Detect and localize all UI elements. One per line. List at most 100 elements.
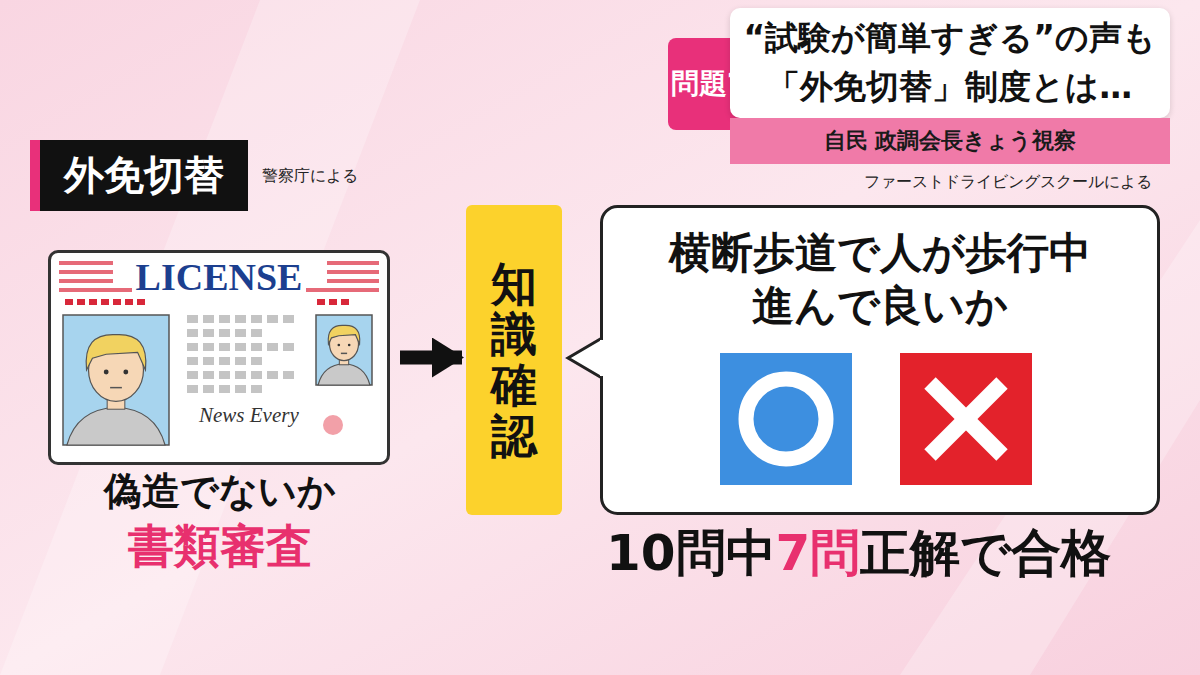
node-text: 問題?: [671, 65, 743, 103]
bubble-tail: [568, 338, 602, 378]
license-card: LICENSE News Every: [48, 250, 390, 465]
red-dash: [113, 299, 121, 305]
data-block: [283, 343, 294, 351]
data-block: [187, 329, 198, 337]
mouth: [110, 387, 122, 389]
source-note: 警察庁による: [262, 166, 358, 187]
section-title-box: 外免切替: [30, 140, 248, 211]
no-button: [900, 353, 1032, 485]
red-dash: [317, 299, 325, 305]
data-block: [267, 371, 278, 379]
data-block: [235, 343, 246, 351]
result-highlight: 7問: [776, 520, 861, 587]
yes-button: [720, 353, 852, 485]
red-dash: [89, 299, 97, 305]
node-subtext: 「外免切替」制度とは…: [767, 65, 1132, 110]
knowledge-check-box: 知識確認: [466, 205, 562, 515]
hair: [86, 335, 146, 370]
flow-arrow: [400, 351, 462, 365]
data-block: [235, 371, 246, 379]
source-note: ファーストドライビングスクールによる: [864, 172, 1152, 193]
eye: [123, 369, 128, 374]
result-text: 正解で合格: [860, 520, 1111, 587]
data-block: [219, 315, 230, 323]
caption-block-group: 偽造でないか: [20, 466, 420, 517]
header-stripe: [59, 261, 113, 265]
red-dash: [101, 299, 109, 305]
red-dash: [137, 299, 145, 305]
header-stripe: [59, 279, 113, 283]
data-block: [203, 329, 214, 337]
data-block: [235, 385, 246, 393]
hair: [328, 325, 360, 344]
data-block: [187, 385, 198, 393]
data-block: [235, 315, 246, 323]
data-block: [235, 329, 246, 337]
data-block: [203, 385, 214, 393]
data-block: [187, 343, 198, 351]
photo-frame: [63, 315, 169, 445]
header-stripe: [59, 270, 113, 274]
headline-box: “試験が簡単すぎる”の声も「外免切替」制度とは…: [730, 8, 1170, 118]
tail-joint: [600, 340, 605, 376]
bubble-body: [602, 207, 1159, 514]
node-text: 自民 政調会長きょう視察: [824, 126, 1077, 156]
caption-text: 偽造でないか: [20, 466, 420, 517]
data-block: [251, 357, 262, 365]
eye: [348, 344, 351, 347]
data-block: [267, 315, 278, 323]
data-block: [267, 343, 278, 351]
header-stripe: [327, 261, 379, 265]
speech-bubble: 横断歩道で人が歩行中 進んで良いか: [600, 205, 1160, 515]
node-text: 知識確認: [491, 259, 537, 461]
red-dash: [65, 299, 73, 305]
red-dash: [329, 299, 337, 305]
node-text: LICENSE: [132, 255, 307, 299]
source-note-group: 警察庁による: [262, 166, 358, 187]
data-block: [251, 315, 262, 323]
data-block: [251, 343, 262, 351]
caption-block-group: 書類審査: [20, 516, 420, 578]
data-block: [203, 343, 214, 351]
node-text: 外免切替: [64, 148, 224, 203]
data-block: [251, 385, 262, 393]
shirt: [67, 407, 165, 445]
red-dash: [341, 299, 349, 305]
data-block: [219, 329, 230, 337]
data-block: [235, 357, 246, 365]
data-block: [219, 343, 230, 351]
circle-symbol: [746, 379, 826, 459]
data-block: [187, 315, 198, 323]
mouth: [341, 353, 347, 355]
data-block: [203, 371, 214, 379]
red-dash: [125, 299, 133, 305]
eye: [338, 344, 341, 347]
data-block: [251, 329, 262, 337]
data-block: [219, 385, 230, 393]
caption-highlight: 書類審査: [20, 516, 420, 578]
data-block: [283, 315, 294, 323]
data-block: [219, 357, 230, 365]
sub-headline-band: 自民 政調会長きょう視察: [730, 118, 1170, 164]
eye: [104, 369, 109, 374]
data-block: [187, 371, 198, 379]
header-stripe: [327, 270, 379, 274]
seal-dot: [323, 415, 343, 435]
node-subtext: News Every: [199, 403, 299, 428]
red-dash: [77, 299, 85, 305]
source-note-group: ファーストドライビングスクールによる: [864, 172, 1152, 193]
background-stripe: [0, 0, 420, 675]
cross-symbol: [930, 383, 1002, 455]
result-text: 10問中: [606, 520, 776, 587]
data-block: [203, 315, 214, 323]
data-block: [251, 371, 262, 379]
shirt: [318, 364, 370, 385]
photo-frame: [316, 315, 372, 385]
header-stripe: [327, 279, 379, 283]
data-block: [283, 371, 294, 379]
cross-symbol: [930, 383, 1002, 455]
data-block: [203, 357, 214, 365]
